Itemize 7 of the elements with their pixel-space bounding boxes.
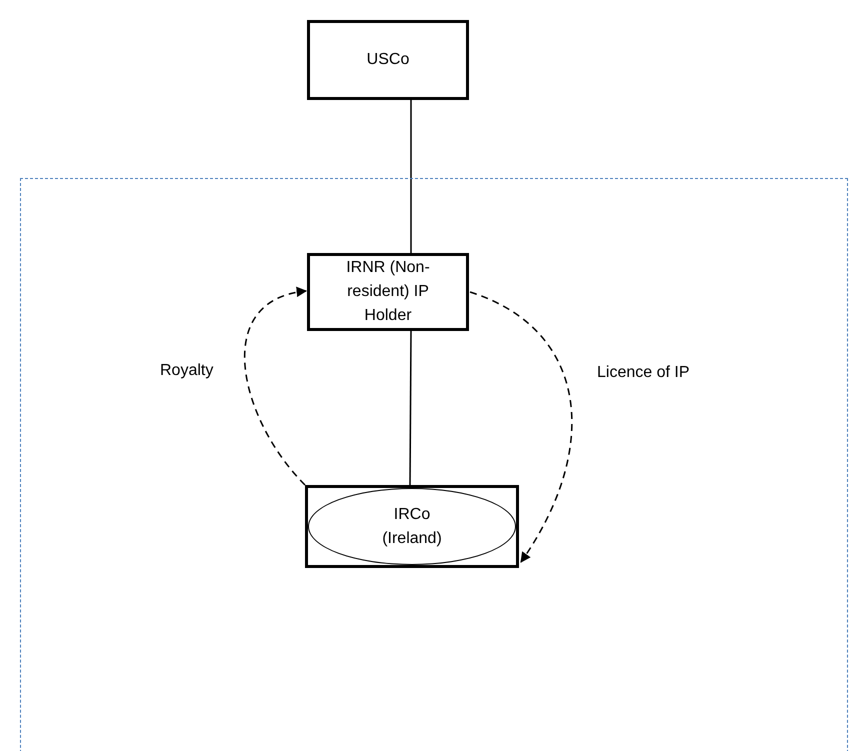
arrow: [470, 291, 573, 563]
entity-ellipse: IRCo (Ireland): [308, 488, 516, 565]
arrow: [244, 288, 308, 486]
entity-box: USCo: [307, 20, 469, 100]
connector-line: [409, 331, 412, 485]
entity-box: IRNR (Non-resident) IP Holder: [307, 253, 469, 331]
connector-line: [410, 100, 412, 253]
